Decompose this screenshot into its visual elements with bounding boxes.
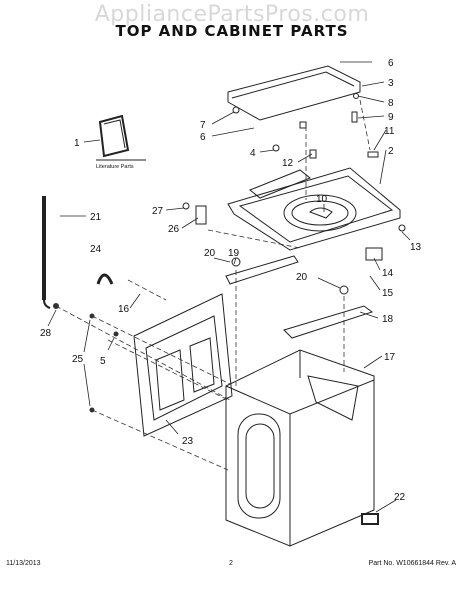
- rear-panel: [133, 293, 233, 437]
- callout-10: 10: [316, 194, 328, 205]
- callout-4: 4: [250, 148, 256, 159]
- callout-5: 5: [100, 356, 106, 367]
- callout-23: 23: [182, 436, 194, 447]
- main-top: [227, 167, 401, 251]
- callout-28: 28: [40, 328, 52, 339]
- callout-3: 3: [388, 78, 394, 89]
- watermark: AppliancePartsPros.com: [94, 2, 370, 27]
- callout-24: 24: [90, 244, 102, 255]
- page-title: TOP AND CABINET PARTS: [115, 22, 349, 40]
- callout-20-left: 20: [204, 248, 216, 259]
- callout-14: 14: [382, 268, 394, 279]
- control-bracket: [225, 255, 299, 285]
- callout-22: 22: [394, 492, 406, 503]
- cabinet: [225, 349, 375, 547]
- callout-12: 12: [282, 158, 294, 169]
- callout-21: 21: [90, 212, 102, 223]
- callout-25: 25: [72, 354, 84, 365]
- literature-booklet: [98, 114, 130, 158]
- literature-parts-label: Literature Parts: [96, 164, 134, 170]
- callout-11: 11: [384, 126, 395, 137]
- leveling-leg: [361, 513, 379, 525]
- callout-19: 19: [228, 248, 240, 259]
- callout-6-left: 6: [200, 132, 206, 143]
- callout-2: 2: [388, 146, 394, 157]
- callout-8: 8: [388, 98, 394, 109]
- lid: [227, 65, 361, 121]
- callout-9: 9: [388, 112, 394, 123]
- hose-clip: [96, 273, 114, 285]
- callout-16: 16: [118, 304, 130, 315]
- callout-18: 18: [382, 314, 394, 325]
- callout-26: 26: [168, 224, 180, 235]
- callout-7: 7: [200, 120, 206, 131]
- callout-17: 17: [384, 352, 396, 363]
- callout-13: 13: [410, 242, 422, 253]
- dispenser: [309, 207, 333, 219]
- footer-date: 11/13/2013: [6, 560, 41, 567]
- footer-page-number: 2: [229, 560, 233, 567]
- rear-bracket: [283, 305, 374, 339]
- callout-6-top: 6: [388, 58, 394, 69]
- callout-20-right: 20: [296, 272, 308, 283]
- footer-part-number: Part No. W10661844 Rev. A: [368, 560, 456, 567]
- callout-1: 1: [74, 138, 80, 149]
- callout-27: 27: [152, 206, 164, 217]
- callout-15: 15: [382, 288, 394, 299]
